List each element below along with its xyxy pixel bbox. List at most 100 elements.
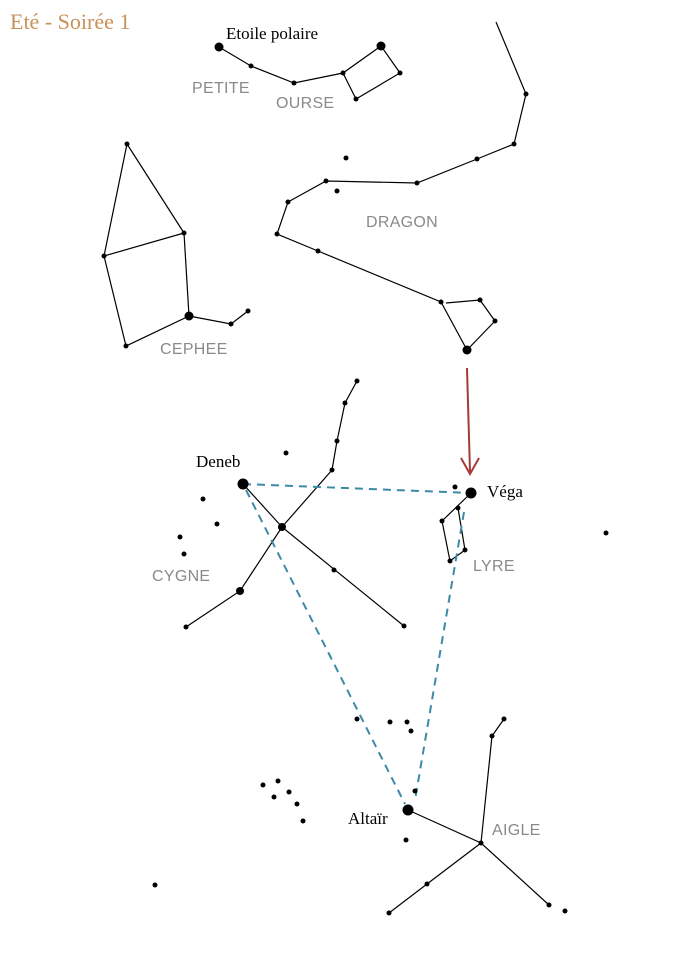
constellation-lines: [103, 21, 550, 914]
star-15: [285, 199, 291, 205]
dash-deneb-altair: [245, 489, 406, 805]
dash-deneb-vega: [242, 483, 472, 494]
star-3: [340, 70, 346, 76]
star-46: [455, 505, 461, 511]
star-25: [184, 311, 194, 321]
figure-dragon: [276, 21, 527, 352]
star-26: [123, 343, 129, 349]
star-18: [438, 299, 444, 305]
star-44: [465, 487, 477, 499]
figure-aigle-down: [388, 842, 482, 914]
page-title: Eté - Soirée 1: [10, 9, 131, 34]
star-11: [414, 180, 420, 186]
star-54: [408, 728, 414, 734]
star-71: [152, 882, 158, 888]
star-23: [181, 230, 187, 236]
star-60: [286, 789, 292, 795]
label-dragon: DRAGON: [366, 214, 439, 231]
label-altair: Altaïr: [348, 809, 388, 828]
star-45: [452, 484, 458, 490]
figure-cephee-tail: [188, 310, 249, 325]
star-6: [353, 96, 359, 102]
star-33: [283, 450, 289, 456]
star-24: [101, 253, 107, 259]
star-37: [214, 521, 220, 527]
label-ourse: OURSE: [276, 95, 335, 112]
star-2: [291, 80, 297, 86]
label-petite: PETITE: [192, 80, 250, 97]
star-28: [245, 308, 251, 314]
figure-cephee-inner: [103, 232, 185, 257]
label-cephee: CEPHEE: [160, 341, 228, 358]
label-cygne: CYGNE: [152, 568, 211, 585]
star-38: [177, 534, 183, 540]
star-59: [271, 794, 277, 800]
star-13: [323, 178, 329, 184]
label-deneb: Deneb: [196, 452, 241, 471]
star-68: [386, 910, 392, 916]
label-aigle: AIGLE: [492, 822, 541, 839]
star-49: [447, 558, 453, 564]
star-64: [402, 804, 414, 816]
star-35: [278, 523, 286, 531]
star-4: [376, 41, 386, 51]
pointer-arrow: [460, 367, 480, 477]
star-5: [397, 70, 403, 76]
star-52: [387, 719, 393, 725]
star-29: [354, 378, 360, 384]
star-48: [462, 547, 468, 553]
star-31: [334, 438, 340, 444]
star-63: [412, 788, 418, 794]
figure-cygne-long: [185, 526, 405, 628]
star-32: [329, 467, 335, 473]
star-62: [300, 818, 306, 824]
star-55: [501, 716, 507, 722]
star-14: [334, 188, 340, 194]
star-16: [274, 231, 280, 237]
star-22: [124, 141, 130, 147]
star-9: [511, 141, 517, 147]
star-65: [403, 837, 409, 843]
figure-petite-ourse: [218, 45, 401, 100]
star-51: [354, 716, 360, 722]
star-12: [343, 155, 349, 161]
star-70: [562, 908, 568, 914]
star-39: [181, 551, 187, 557]
star-27: [228, 321, 234, 327]
stars: [101, 41, 609, 916]
star-66: [478, 840, 484, 846]
star-57: [260, 782, 266, 788]
star-30: [342, 400, 348, 406]
star-10: [474, 156, 480, 162]
star-50: [603, 530, 609, 536]
star-43: [401, 623, 407, 629]
arrow-head: [460, 457, 480, 477]
summer-triangle: [242, 483, 472, 805]
star-69: [546, 902, 552, 908]
star-56: [489, 733, 495, 739]
figure-cephee: [103, 143, 190, 347]
star-1: [248, 63, 254, 69]
star-61: [294, 801, 300, 807]
star-20: [492, 318, 498, 324]
label-vega: Véga: [487, 482, 523, 501]
star-34: [237, 478, 249, 490]
star-41: [183, 624, 189, 630]
figure-cygne-wing: [242, 483, 283, 528]
star-42: [331, 567, 337, 573]
star-0: [214, 42, 224, 52]
star-47: [439, 518, 445, 524]
dash-vega-altair: [414, 511, 465, 801]
label-etoile-polaire: Etoile polaire: [226, 24, 319, 43]
star-19: [477, 297, 483, 303]
arrow-shaft: [466, 367, 471, 473]
star-36: [200, 496, 206, 502]
star-58: [275, 778, 281, 784]
star-67: [424, 881, 430, 887]
star-8: [523, 91, 529, 97]
label-lyre: LYRE: [473, 558, 515, 575]
star-21: [462, 345, 472, 355]
star-17: [315, 248, 321, 254]
